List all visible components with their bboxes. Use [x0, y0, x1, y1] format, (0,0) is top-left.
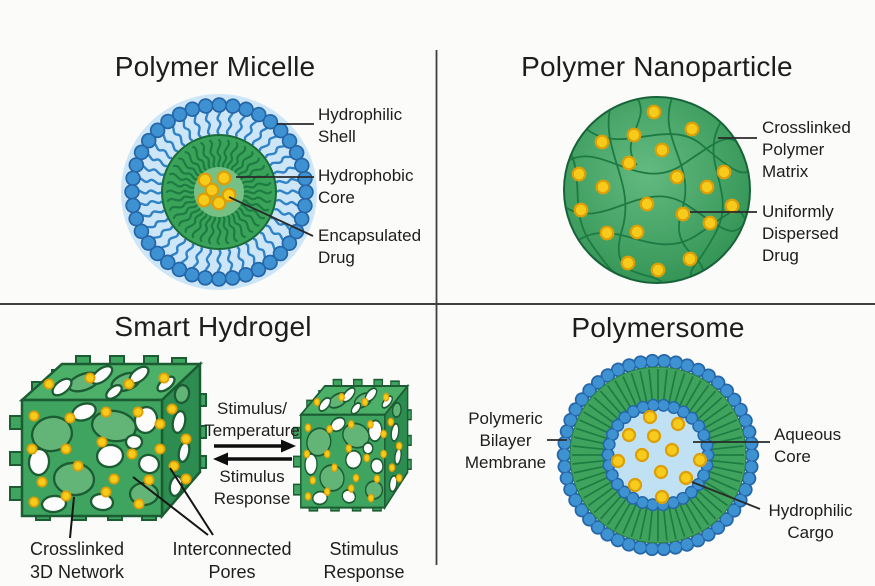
nanoparticle-body [563, 96, 751, 284]
nanoparticle-title: Polymer Nanoparticle [521, 51, 793, 82]
label-stimulus-response-bottom: Stimulus Response [323, 539, 405, 582]
polymersome-outer-bead-ring [556, 353, 760, 557]
label-stimulus-temperature: Stimulus/ Temperature [204, 399, 300, 440]
label-encapsulated-drug: Encapsulated Drug [318, 226, 422, 267]
polymersome-leader-lines [547, 439, 770, 510]
micelle-head-ring [124, 97, 314, 287]
micelle-diagram [114, 76, 336, 298]
stimulus-arrow-left-icon [213, 452, 292, 466]
polymersome-inner-bead-ring [601, 398, 715, 512]
hydrogel-large-cube [8, 354, 208, 522]
label-crosslinked-3d-network: Crosslinked 3D Network [29, 539, 125, 582]
stimulus-arrow-right-icon [214, 439, 296, 453]
label-stimulus-response-mid: Stimulus Response [213, 467, 291, 508]
label-uniformly-dispersed-drug: Uniformly Dispersed Drug [762, 202, 839, 265]
nanoparticle-diagram [563, 96, 751, 284]
micelle-drug-dots [196, 170, 237, 211]
polymersome-diagram [544, 341, 771, 568]
polymersome-title: Polymersome [571, 312, 745, 343]
label-hydrophobic-core: Hydrophobic Core [318, 166, 414, 207]
nanoparticle-drug-dots [571, 104, 740, 278]
micelle-leader-lines [228, 123, 314, 237]
label-interconnected-pores: Interconnected Pores [172, 539, 292, 582]
label-hydrophilic-cargo: Hydrophilic Cargo [768, 501, 853, 542]
label-hydrophilic-shell: Hydrophilic Shell [318, 105, 403, 146]
hydrogel-title: Smart Hydrogel [114, 311, 312, 342]
hydrogel-leader-lines [69, 467, 214, 539]
polymersome-cargo-dots [610, 409, 708, 505]
micelle-title: Polymer Micelle [114, 51, 316, 82]
label-aqueous-core: Aqueous Core [774, 425, 842, 466]
nanoparticle-leader-lines [690, 137, 757, 213]
label-crosslinked-polymer-matrix: Crosslinked Polymer Matrix [762, 118, 851, 181]
label-polymeric-bilayer-membrane: Polymeric Bilayer Membrane [464, 409, 547, 472]
